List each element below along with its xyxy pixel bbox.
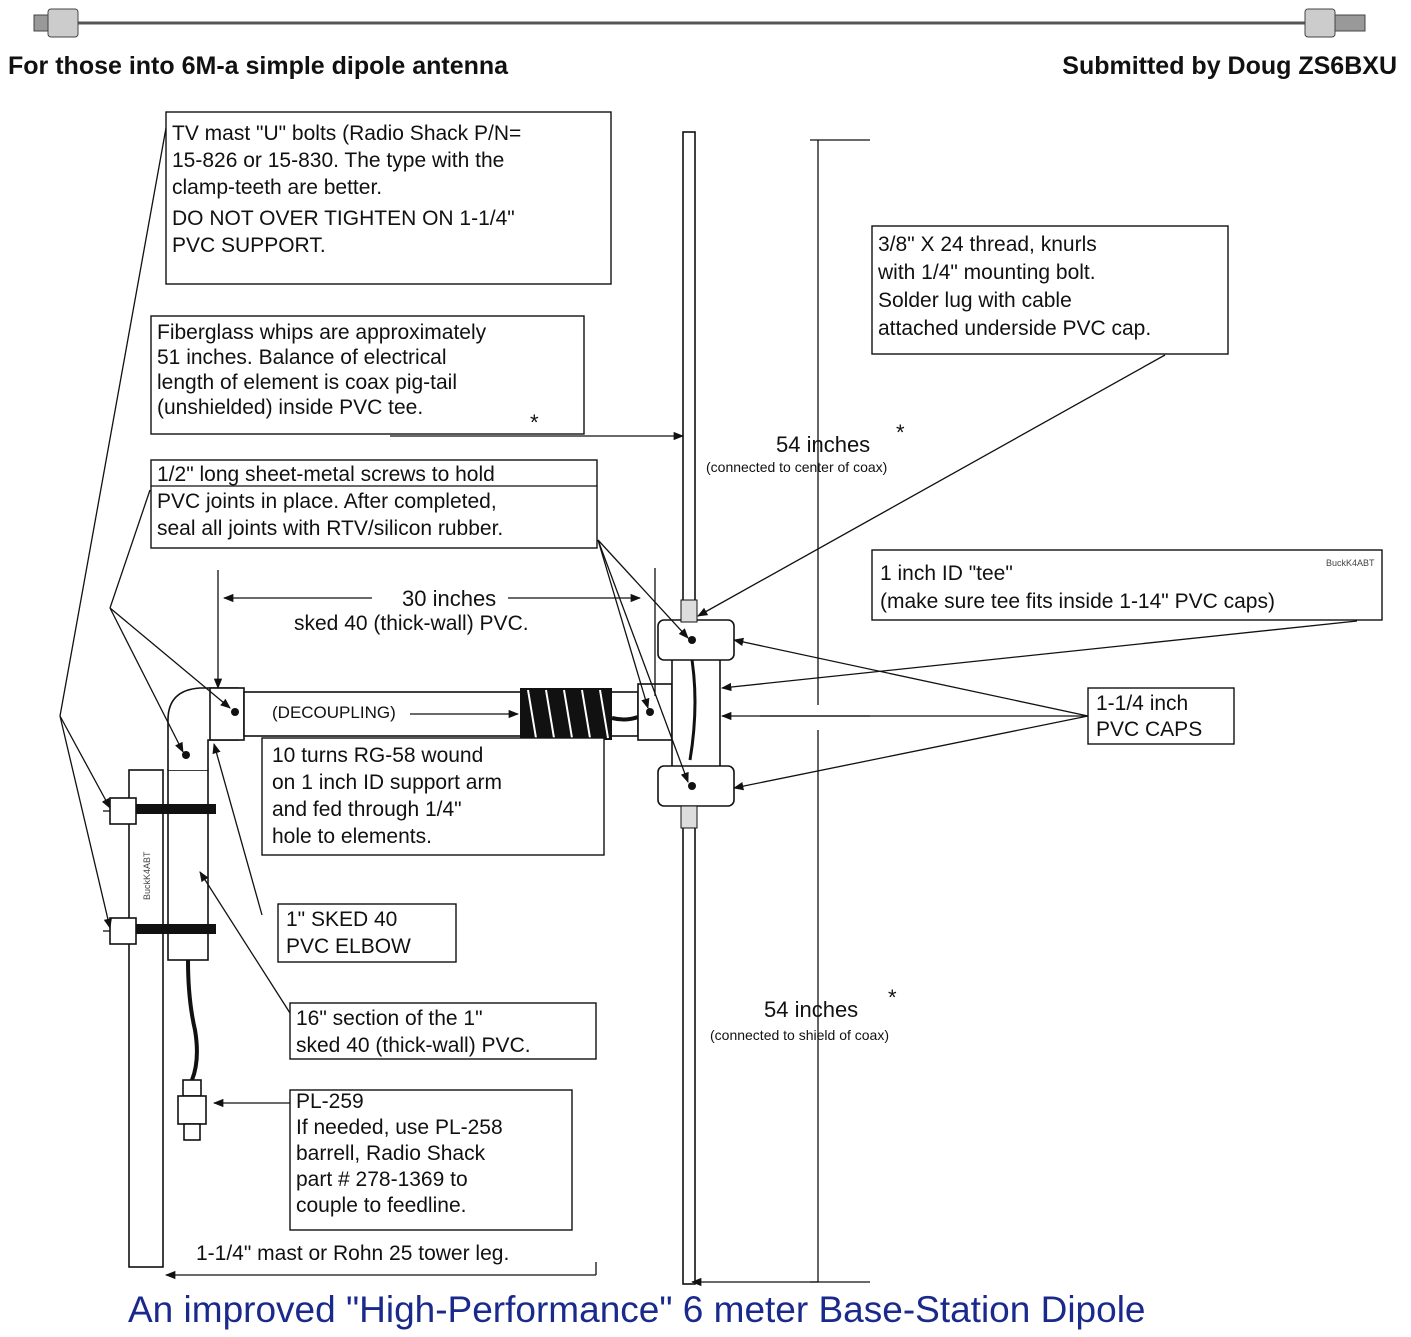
decoupling-coil-icon bbox=[520, 688, 662, 740]
note-line: with 1/4" mounting bolt. bbox=[877, 261, 1096, 284]
asterisk: * bbox=[888, 985, 897, 1010]
dimension-lines bbox=[213, 139, 870, 1287]
note-line: 1" SKED 40 bbox=[286, 908, 397, 931]
note-elbow: 1" SKED 40 PVC ELBOW bbox=[277, 903, 457, 963]
note-line: attached underside PVC cap. bbox=[878, 317, 1151, 340]
arm-length: 30 inches bbox=[402, 586, 496, 611]
arm-material: sked 40 (thick-wall) PVC. bbox=[294, 612, 529, 635]
note-line: 16" section of the 1" bbox=[296, 1007, 483, 1030]
note-line: PVC SUPPORT. bbox=[172, 234, 326, 257]
pvc-tee bbox=[637, 647, 721, 779]
note-line: sked 40 (thick-wall) PVC. bbox=[296, 1034, 531, 1057]
upper-length-label: 54 inches * (connected to center of coax… bbox=[706, 420, 905, 475]
note-whips: Fiberglass whips are approximately 51 in… bbox=[150, 315, 585, 435]
note-line: 3/8" X 24 thread, knurls bbox=[878, 233, 1097, 256]
note-line: Fiberglass whips are approximately bbox=[157, 321, 487, 344]
mast-label: 1-1/4" mast or Rohn 25 tower leg. bbox=[196, 1242, 509, 1265]
note-screws: 1/2" long sheet-metal screws to hold PVC… bbox=[150, 459, 598, 549]
pvc-support-section bbox=[167, 687, 245, 961]
note-line: 51 inches. Balance of electrical bbox=[157, 346, 447, 369]
note-line: Solder lug with cable bbox=[878, 289, 1072, 312]
note-line: seal all joints with RTV/silicon rubber. bbox=[157, 517, 503, 540]
note-line: (unshielded) inside PVC tee. bbox=[157, 396, 423, 419]
note-line: 1-1/4 inch bbox=[1096, 692, 1188, 715]
tee-mark: BuckK4ABT bbox=[1326, 558, 1375, 568]
note-line: TV mast "U" bolts (Radio Shack P/N= bbox=[172, 122, 521, 145]
header-title: For those into 6M-a simple dipole antenn… bbox=[8, 52, 509, 80]
pvc-cap-bottom bbox=[657, 765, 735, 807]
note-line: barrell, Radio Shack bbox=[296, 1142, 486, 1165]
note-line: PVC joints in place. After completed, bbox=[157, 490, 497, 513]
note-coil: 10 turns RG-58 wound on 1 inch ID suppor… bbox=[261, 737, 605, 856]
note-thread: 3/8" X 24 thread, knurls with 1/4" mount… bbox=[871, 225, 1229, 355]
pl259-connector-icon bbox=[177, 1079, 207, 1141]
u-bolts-icon bbox=[103, 797, 216, 945]
note-line: (make sure tee fits inside 1-14" PVC cap… bbox=[880, 590, 1275, 613]
note-line: 15-826 or 15-830. The type with the bbox=[172, 149, 504, 172]
header-submitter: Submitted by Doug ZS6BXU bbox=[1062, 52, 1397, 80]
diagram-title: An improved "High-Performance" 6 meter B… bbox=[128, 1289, 1146, 1330]
note-caps: 1-1/4 inch PVC CAPS bbox=[1087, 687, 1235, 745]
note-u-bolts: TV mast "U" bolts (Radio Shack P/N= 15-8… bbox=[165, 111, 612, 285]
lower-length: 54 inches bbox=[764, 997, 858, 1022]
coax-feedline bbox=[186, 959, 199, 1081]
note-line: length of element is coax pig-tail bbox=[157, 371, 457, 394]
note-line: PL-259 bbox=[296, 1090, 364, 1113]
upper-element bbox=[680, 131, 698, 623]
upper-length-note: (connected to center of coax) bbox=[706, 459, 887, 475]
upper-length: 54 inches bbox=[776, 432, 870, 457]
lower-element bbox=[680, 805, 698, 1285]
arm-length-label: 30 inches sked 40 (thick-wall) PVC. bbox=[294, 586, 529, 635]
note-line: PVC ELBOW bbox=[286, 935, 411, 958]
note-line: 1/2" long sheet-metal screws to hold bbox=[157, 463, 495, 486]
lower-length-label: 54 inches * (connected to shield of coax… bbox=[710, 985, 897, 1043]
note-line: couple to feedline. bbox=[296, 1194, 466, 1217]
asterisk: * bbox=[530, 410, 539, 435]
note-tee: 1 inch ID "tee" (make sure tee fits insi… bbox=[871, 549, 1383, 621]
note-line: clamp-teeth are better. bbox=[172, 176, 382, 199]
note-line: and fed through 1/4" bbox=[272, 798, 462, 821]
note-line: PVC CAPS bbox=[1096, 718, 1202, 741]
pvc-cap-top bbox=[657, 619, 735, 661]
note-pl259: PL-259 If needed, use PL-258 barrell, Ra… bbox=[289, 1089, 573, 1231]
asterisk: * bbox=[896, 420, 905, 445]
note-line: on 1 inch ID support arm bbox=[272, 771, 502, 794]
lower-length-note: (connected to shield of coax) bbox=[710, 1027, 889, 1043]
note-line: 10 turns RG-58 wound bbox=[272, 744, 483, 767]
mast-mark: BuckK4ABT bbox=[142, 851, 152, 900]
note-line: If needed, use PL-258 bbox=[296, 1116, 503, 1139]
coax-banner-icon bbox=[33, 8, 1366, 38]
note-line: part # 278-1369 to bbox=[296, 1168, 468, 1191]
note-line: hole to elements. bbox=[272, 825, 432, 848]
decoupling-label: (DECOUPLING) bbox=[272, 703, 396, 722]
mast: BuckK4ABT bbox=[128, 769, 164, 1268]
note-line: 1 inch ID "tee" bbox=[880, 562, 1013, 585]
note-line: DO NOT OVER TIGHTEN ON 1-1/4" bbox=[172, 207, 515, 230]
note-section: 16" section of the 1" sked 40 (thick-wal… bbox=[289, 1002, 597, 1060]
